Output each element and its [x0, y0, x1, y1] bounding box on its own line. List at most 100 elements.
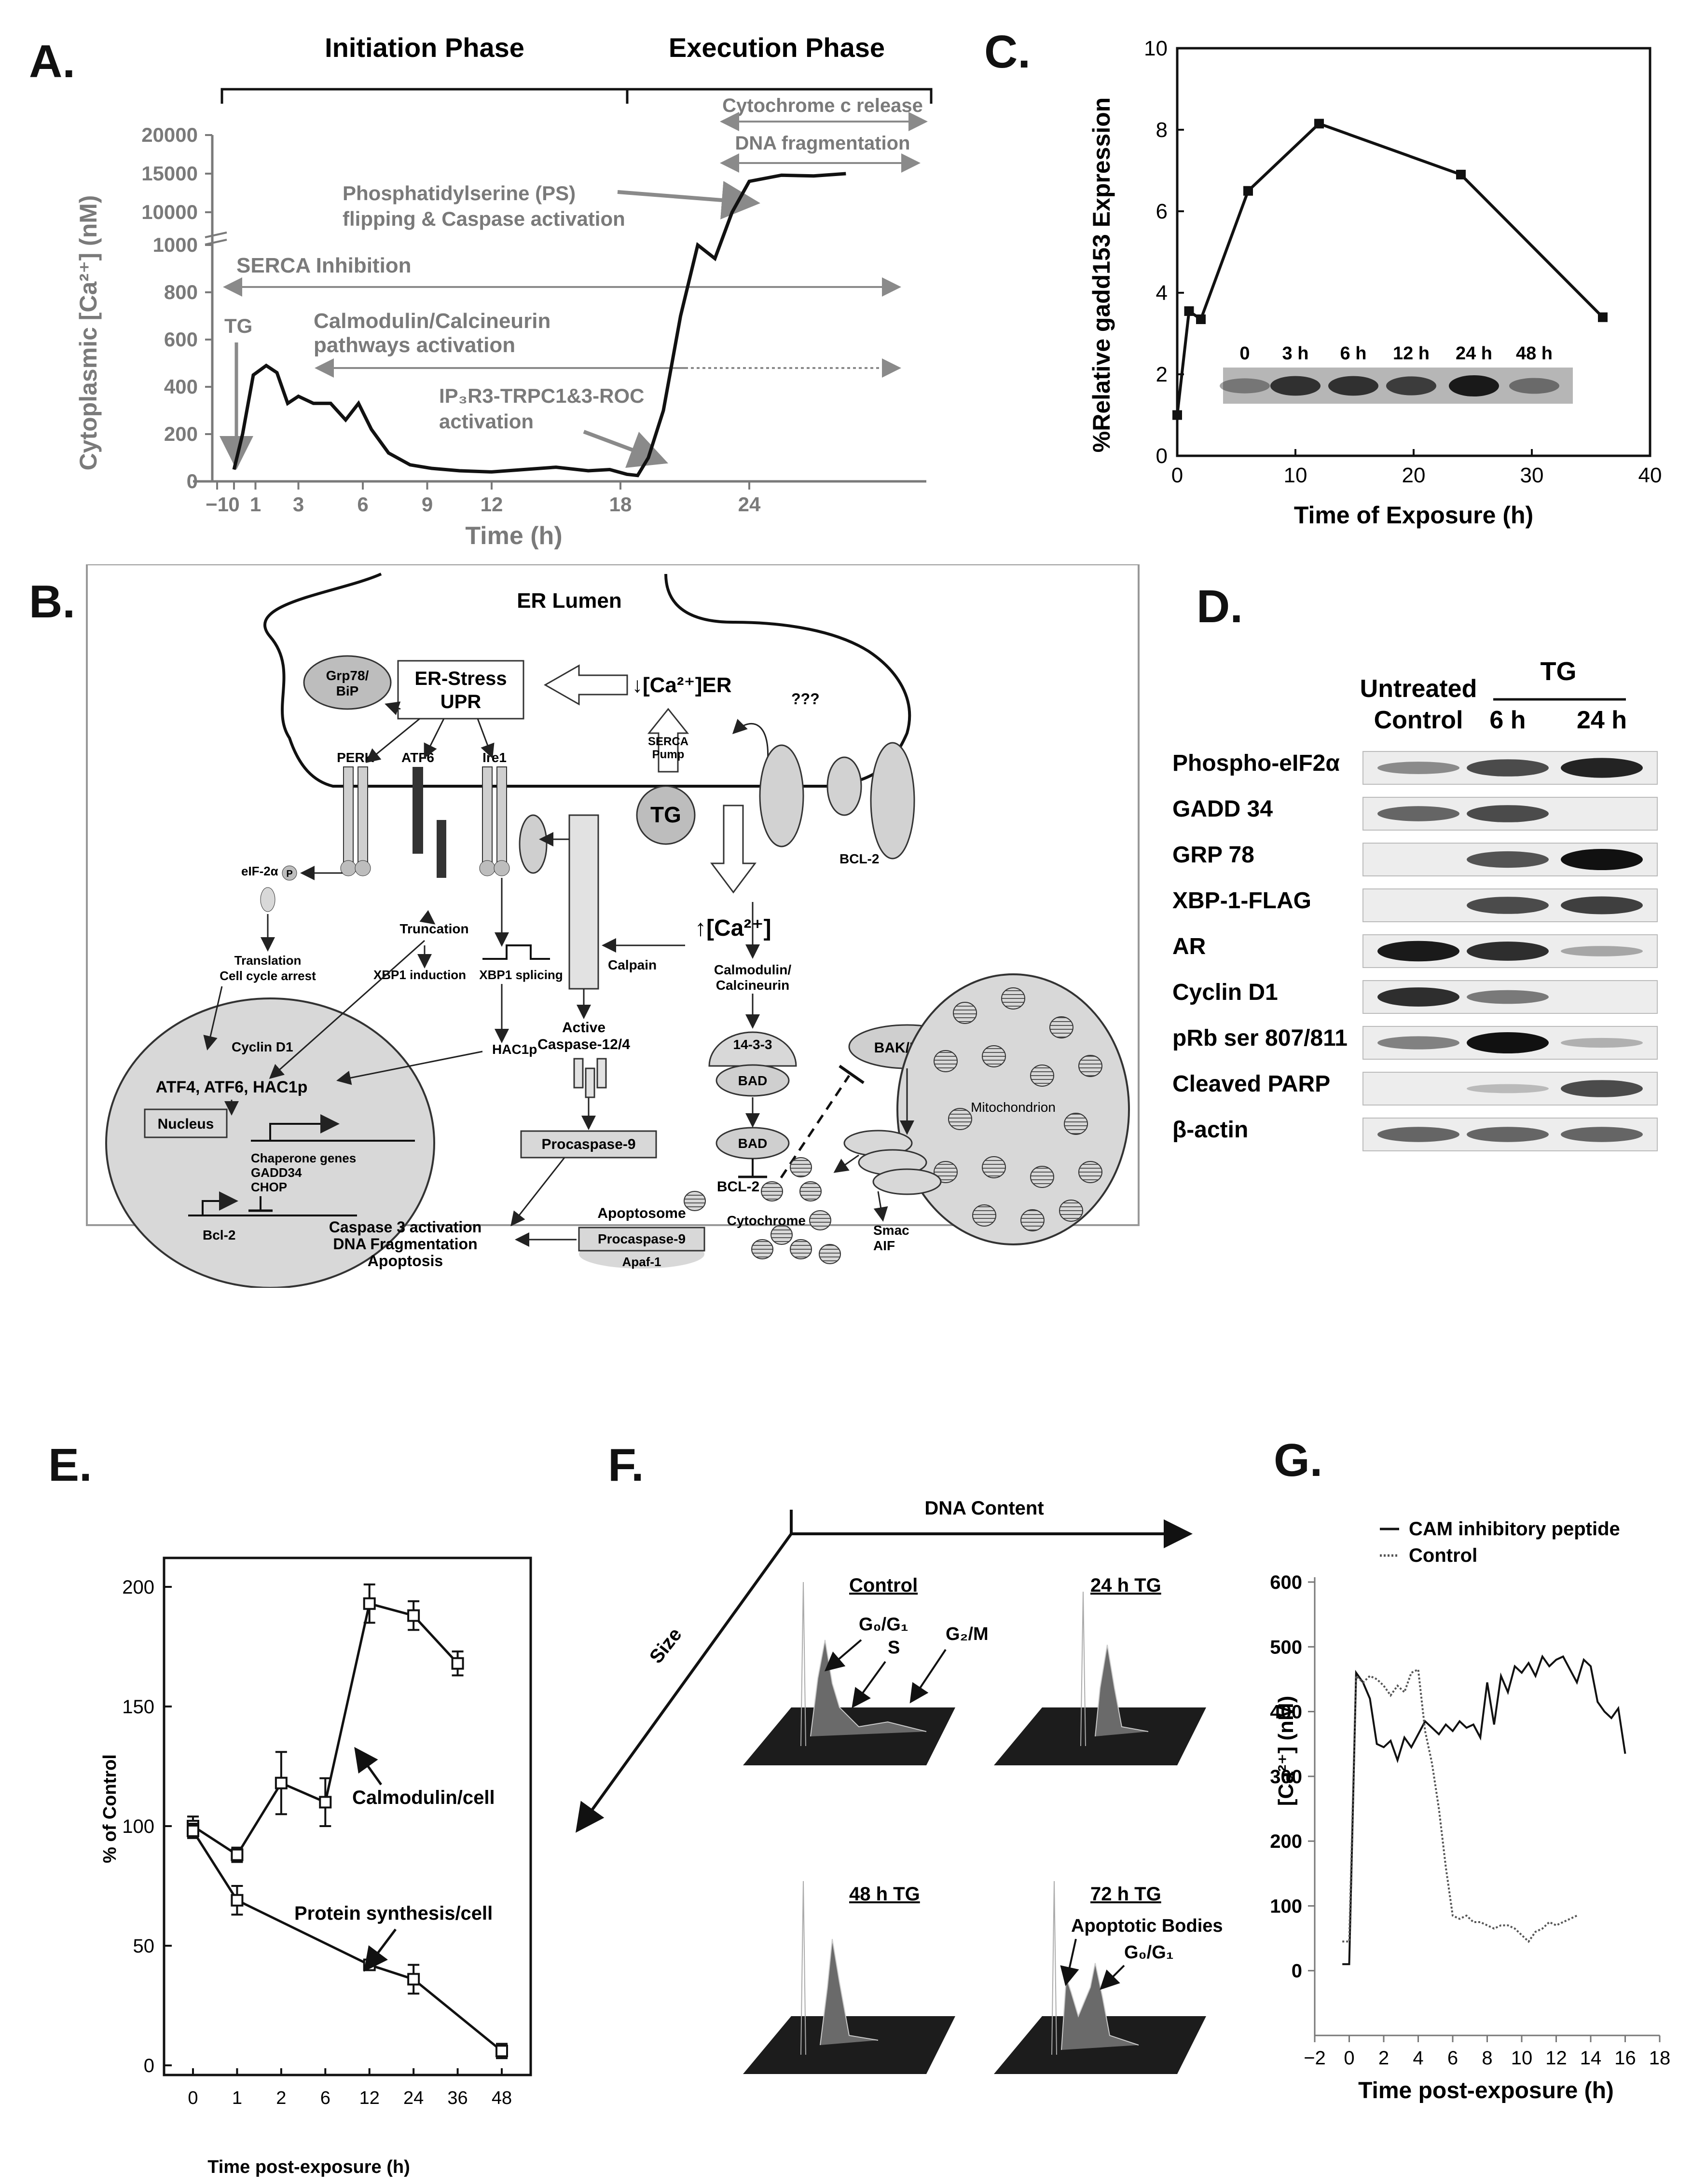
a-x-tick-label: 18 — [609, 493, 632, 516]
panel-g-cam-line — [1342, 1654, 1626, 1966]
grp78-label-line: Grp78/ — [326, 668, 369, 683]
c-data-point — [1243, 186, 1253, 196]
smac-label-2: AIF — [873, 1238, 895, 1253]
tg-sphere-label: TG — [650, 802, 681, 827]
mito-molecule — [1030, 1065, 1054, 1087]
e-data-point — [231, 1894, 244, 1907]
atf6-fragment — [437, 820, 446, 878]
mito-molecule — [982, 1156, 1006, 1178]
e-data-point — [319, 1796, 332, 1809]
calmodulin-label-1: Calmodulin/Calcineurin — [314, 309, 550, 333]
calmodulin-b-label-1: Calmodulin/ — [714, 962, 791, 977]
panel-d-label: D. — [1197, 581, 1243, 632]
chaperone-label-1: Chaperone genes — [251, 1151, 356, 1165]
blot-lane-label: 24 h — [1456, 343, 1492, 364]
col-24h-label: 24 h — [1577, 706, 1627, 734]
tg-header: TG — [1541, 657, 1577, 686]
tg-label: TG — [224, 314, 252, 337]
ip3r-channel — [759, 744, 804, 847]
mito-molecule — [1001, 987, 1025, 1010]
cyt-c-release-label: Cytochrome c release — [722, 95, 923, 116]
mito-molecule — [972, 1204, 996, 1227]
phase-execution-label: Execution Phase — [669, 32, 885, 63]
atf6-receptor — [413, 767, 423, 854]
cyt-c-molecule — [809, 1210, 831, 1230]
er-stress-label-1: ER-Stress — [414, 668, 507, 689]
open-arrow-ca-release — [710, 805, 757, 894]
calmodulin-cell-arrow — [354, 1747, 383, 1786]
blot-band — [1467, 1032, 1549, 1053]
c-data-point — [1184, 306, 1194, 316]
e-data-point — [363, 1597, 376, 1610]
ca-er-label: ↓[Ca²⁺]ER — [632, 673, 732, 697]
procaspase9-apoptosome-label: Procaspase-9 — [598, 1231, 686, 1246]
blot-row-label: Cleaved PARP — [1172, 1071, 1330, 1097]
apoptotic-bodies-label: Apoptotic Bodies — [1071, 1916, 1223, 1936]
mito-molecule — [953, 1002, 977, 1024]
histogram-24h: 24 h TG — [994, 1575, 1206, 1765]
panel-d: D. TG Untreated Control 6 h 24 h Phospho… — [1172, 581, 1658, 1151]
blot-band — [1377, 941, 1459, 962]
blot-row: Cleaved PARP — [1172, 1071, 1658, 1106]
g2m-label: G₂/M — [946, 1624, 989, 1644]
g-x-tick-label: 14 — [1580, 2048, 1602, 2069]
bad-lower-label: BAD — [738, 1136, 768, 1151]
blot-row-label: GRP 78 — [1172, 842, 1254, 868]
grp78-bip — [303, 655, 392, 710]
histogram-72h: 72 h TG Apoptotic Bodies G₀/G₁ — [994, 1881, 1223, 2074]
chaperone-label-3: CHOP — [251, 1180, 287, 1194]
g0g1-label: G₀/G₁ — [859, 1614, 908, 1635]
ire1-receptor-right — [496, 766, 507, 864]
c-y-tick-label: 8 — [1156, 118, 1168, 142]
blot-row-label: Cyclin D1 — [1172, 980, 1278, 1005]
nucleus-label: Nucleus — [158, 1116, 214, 1132]
eif2a-label: eIF-2α — [241, 864, 278, 878]
translation-label-1: Translation — [234, 953, 302, 968]
blot-row-label: AR — [1172, 934, 1206, 959]
blot-band — [1561, 1037, 1643, 1048]
protein-synthesis-label: Protein synthesis/cell — [294, 1903, 493, 1924]
chaperone-label-2: GADD34 — [251, 1165, 302, 1180]
e-y-tick-label: 200 — [122, 1577, 154, 1598]
blot-band — [1377, 1127, 1459, 1142]
perk-p-1 — [340, 860, 357, 876]
g-y-tick-label: 400 — [1270, 1702, 1302, 1723]
blot-band — [1467, 851, 1549, 868]
cyt-c-molecule — [751, 1239, 773, 1259]
panel-c-xlabel: Time of Exposure (h) — [1294, 502, 1533, 529]
a-x-tick-label: 24 — [738, 493, 761, 516]
c-x-tick-label: 30 — [1520, 464, 1544, 487]
e-y-tick-label: 100 — [122, 1816, 154, 1837]
e-y-tick-label: 0 — [144, 2055, 154, 2076]
s-phase-label: S — [888, 1638, 900, 1658]
g-y-tick-label: 300 — [1270, 1766, 1302, 1788]
blot-band — [1377, 1036, 1459, 1050]
control-title: Control — [849, 1575, 918, 1596]
cyt-c-molecule — [799, 1181, 822, 1201]
mito-molecule — [1049, 1016, 1073, 1038]
gene-arrow-2 — [188, 1201, 357, 1215]
tg48-title: 48 h TG — [849, 1884, 920, 1905]
c-y-tick-label: 0 — [1156, 444, 1168, 468]
c-y-tick-label: 4 — [1156, 281, 1168, 305]
mitochondrion-stripes — [934, 987, 1102, 1231]
a-x-tick-label: 1 — [250, 493, 261, 516]
xbp1-splicing-shape — [482, 944, 550, 960]
panel-a-calcium-trace — [232, 172, 846, 478]
blot-band — [1561, 946, 1643, 956]
pore-disk-3 — [872, 1168, 942, 1195]
tg-sphere — [636, 785, 696, 845]
cyclin-d1-label: Cyclin D1 — [232, 1039, 293, 1054]
serca-open-arrow — [647, 708, 689, 773]
blot-band — [1449, 375, 1499, 396]
cyt-c-molecule — [761, 1181, 783, 1201]
c-data-point — [1456, 169, 1466, 179]
p1433-label: 14-3-3 — [733, 1037, 772, 1052]
a-y-tick-label: 0 — [187, 470, 198, 492]
